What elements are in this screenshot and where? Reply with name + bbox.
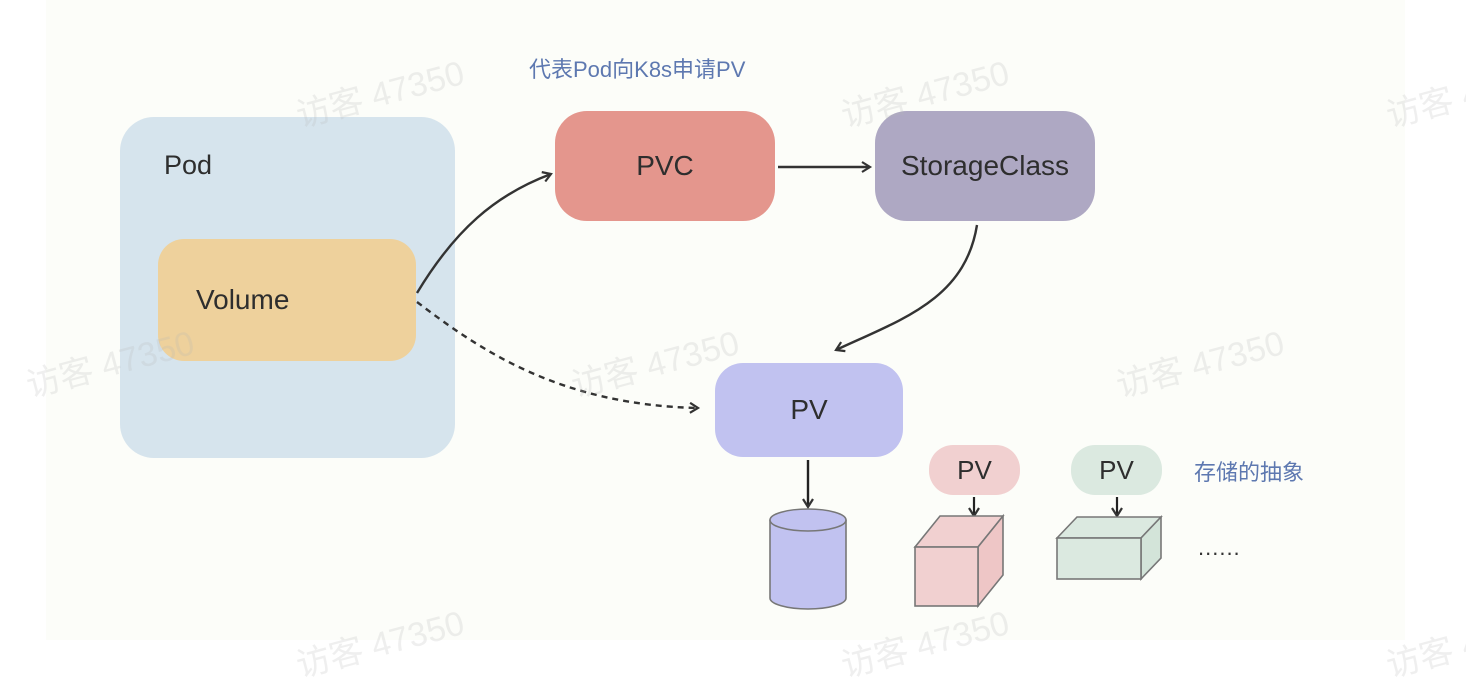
file-storage-box-icon	[1055, 515, 1163, 581]
pvc-box: PVC	[555, 111, 775, 221]
arrow-volume-to-pv-dashed	[416, 301, 701, 414]
ellipsis: ......	[1198, 535, 1241, 560]
pvc-annotation: 代表Pod向K8s申请PV	[529, 57, 746, 82]
storage-abstraction-annotation: 存储的抽象	[1194, 460, 1305, 485]
pod-label: Pod	[164, 150, 213, 180]
disk-cylinder-icon	[769, 508, 847, 610]
pv-red-box: PV	[929, 445, 1020, 495]
pv-main-box: PV	[715, 363, 903, 457]
pv-green-box: PV	[1071, 445, 1162, 495]
block-storage-cube-icon	[913, 513, 1005, 609]
volume-box: Volume	[158, 239, 416, 361]
connectors-layer	[415, 161, 1163, 610]
storageclass-box: StorageClass	[875, 111, 1095, 221]
arrow-volume-to-pvc	[415, 171, 553, 294]
arrow-storageclass-to-pv	[834, 224, 979, 353]
